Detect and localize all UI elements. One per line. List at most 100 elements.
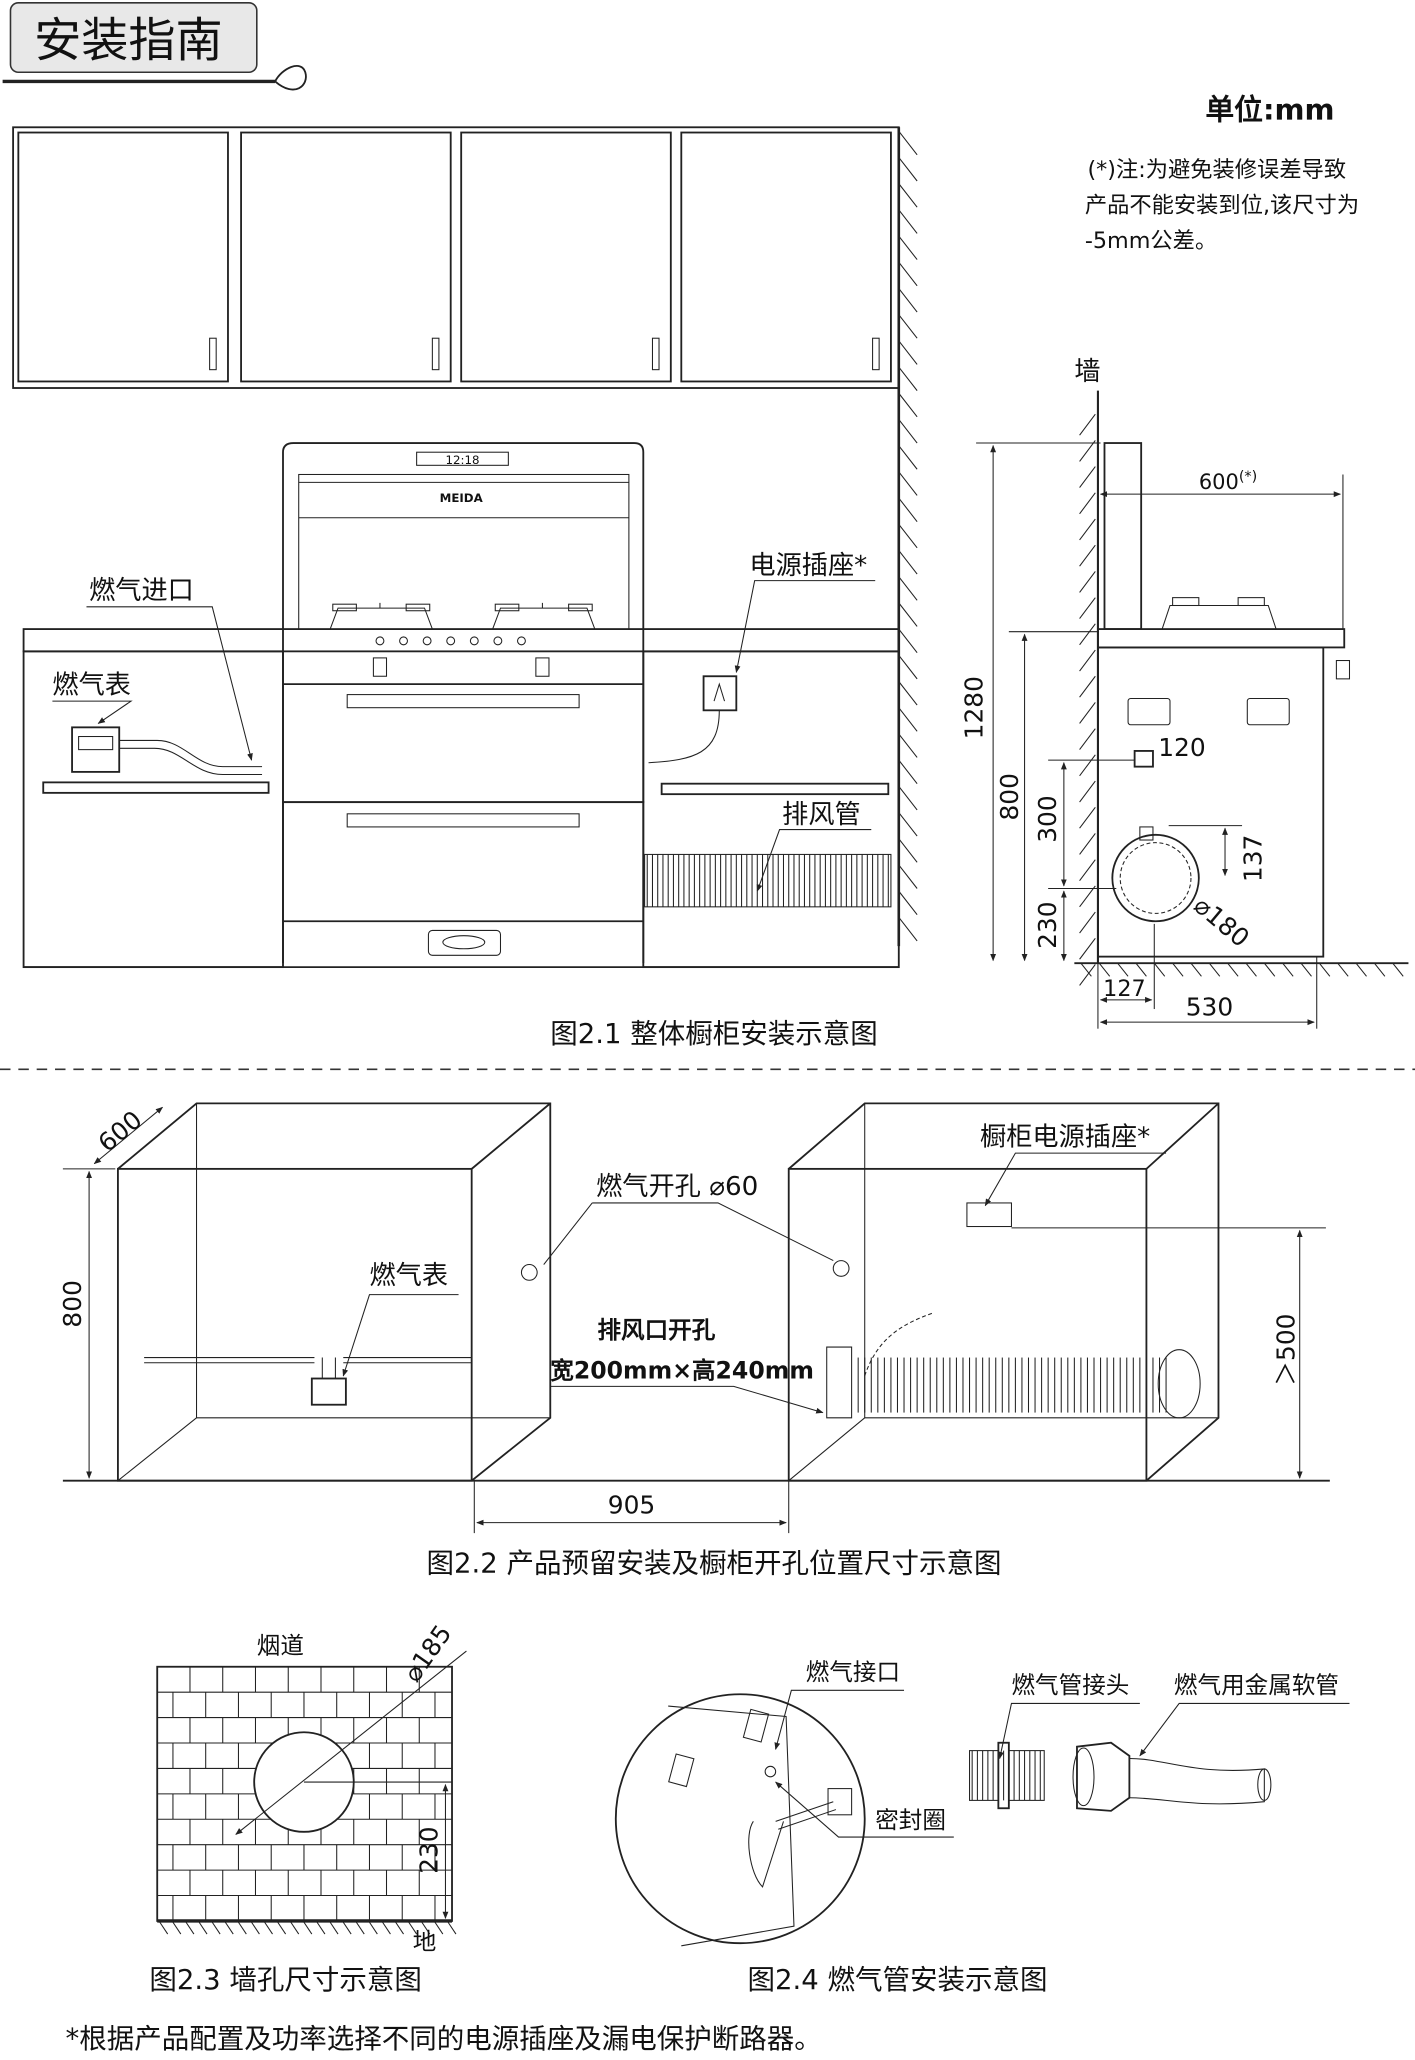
floor-hatch bbox=[1318, 962, 1331, 977]
wall-hatch bbox=[1079, 466, 1096, 488]
wall-hatch bbox=[1079, 544, 1096, 567]
floor-hatch bbox=[1117, 962, 1129, 977]
wall-hatch bbox=[1079, 859, 1096, 881]
dim-600: 600(*) bbox=[1199, 469, 1257, 494]
caption-fig-2-1: 图2.1 整体橱柜安装示意图 bbox=[550, 1018, 877, 1050]
wall-hatch bbox=[898, 314, 918, 339]
door-handle bbox=[431, 337, 440, 371]
wall-hatch bbox=[898, 890, 918, 916]
fig-2-4: 燃气接口 密封圈 燃气管接头 燃气用金属软管 bbox=[614, 1658, 1350, 1947]
wall-hatch bbox=[1079, 649, 1096, 672]
caption-fig-2-4: 图2.4 燃气管安装示意图 bbox=[747, 1964, 1047, 1996]
wall-hatch bbox=[898, 130, 918, 156]
cabinet-door bbox=[680, 131, 892, 383]
dim-230: 230 bbox=[1033, 901, 1062, 948]
label-ground: 地 bbox=[413, 1928, 437, 1956]
wall-hatch bbox=[898, 157, 918, 182]
wall-hatch bbox=[898, 576, 918, 601]
label-exhaust-hole: 排风口开孔 bbox=[597, 1316, 715, 1344]
ground-hatch bbox=[421, 1921, 431, 1935]
wall-hatch bbox=[898, 917, 918, 942]
ground-hatch bbox=[316, 1921, 326, 1935]
wall-hatch bbox=[1079, 780, 1096, 803]
wall-hatch bbox=[898, 602, 918, 627]
door-handle bbox=[872, 337, 880, 371]
floor-hatch bbox=[1355, 962, 1367, 977]
floor-hatch bbox=[1392, 962, 1404, 977]
cabinet-door bbox=[460, 131, 672, 383]
label-exhaust-size: 宽200mm×高240mm bbox=[550, 1357, 814, 1385]
floor-hatch bbox=[1172, 962, 1184, 977]
display-readout: 12:18 bbox=[446, 453, 480, 467]
ground-hatch bbox=[329, 1921, 339, 1935]
wall-hatch bbox=[898, 340, 918, 365]
wall-hatch bbox=[898, 654, 918, 680]
label-socket-2: 橱柜电源插座* bbox=[980, 1122, 1150, 1152]
floor-hatch bbox=[1080, 962, 1092, 977]
wall-hatch bbox=[1079, 440, 1096, 462]
floor-hatch bbox=[1300, 962, 1312, 977]
note-line-3: -5mm公差。 bbox=[1085, 228, 1217, 254]
floor-hatch bbox=[1135, 962, 1147, 977]
dim-800-2: 800 bbox=[58, 1280, 87, 1327]
burner-left bbox=[329, 602, 434, 630]
wall-hatch bbox=[1079, 911, 1096, 934]
control-button bbox=[493, 636, 503, 646]
floor-hatch bbox=[1373, 962, 1386, 977]
wall-hatch bbox=[898, 785, 918, 811]
wall-hatch bbox=[898, 419, 918, 444]
dim-800: 800 bbox=[995, 773, 1024, 820]
wall-hatch bbox=[1079, 885, 1096, 908]
ground-hatch bbox=[355, 1921, 365, 1935]
note-line-1: (*)注:为避免装修误差导致 bbox=[1087, 157, 1346, 183]
label-power-socket: 电源插座* bbox=[749, 551, 867, 581]
label-gas-port: 燃气接口 bbox=[806, 1658, 900, 1686]
wall-hatch bbox=[898, 366, 918, 391]
page-title: 安装指南 bbox=[34, 14, 223, 69]
ground-hatch bbox=[211, 1921, 221, 1935]
fig-2-1-side-view: 墙 1280 800 300 230 600(*) 120 13 bbox=[960, 357, 1409, 1029]
wall-hatch bbox=[898, 261, 918, 287]
floor-hatch bbox=[1263, 962, 1276, 977]
floor-hatch bbox=[1208, 962, 1221, 977]
unit-label: 单位:mm bbox=[1205, 92, 1334, 126]
dim-500: ＞500 bbox=[1271, 1314, 1300, 1386]
label-gas-hole: 燃气开孔 ⌀60 bbox=[596, 1172, 758, 1202]
dim-530: 530 bbox=[1186, 993, 1233, 1022]
wall-hatch bbox=[898, 392, 918, 418]
footnote: *根据产品配置及功率选择不同的电源插座及漏电保护断路器。 bbox=[66, 2023, 822, 2055]
ground-hatch bbox=[224, 1921, 234, 1935]
wall-hatch bbox=[1079, 964, 1096, 986]
floor-hatch bbox=[1098, 962, 1111, 977]
dim-300: 300 bbox=[1033, 795, 1062, 842]
wall-hatch bbox=[898, 812, 918, 837]
floor-hatch bbox=[1282, 962, 1294, 977]
control-button bbox=[422, 636, 432, 646]
wall-hatch bbox=[1079, 833, 1096, 855]
floor-hatch bbox=[1337, 962, 1349, 977]
dim-120: 120 bbox=[1158, 733, 1205, 762]
wall-hatch bbox=[898, 183, 918, 208]
wall-hatch bbox=[1079, 492, 1096, 515]
ground-hatch bbox=[395, 1921, 404, 1935]
pipe-connector bbox=[969, 1741, 1045, 1810]
dim-905: 905 bbox=[608, 1490, 655, 1519]
label-gas-meter-2: 燃气表 bbox=[369, 1261, 448, 1291]
wall-hatch bbox=[898, 550, 918, 575]
control-button bbox=[446, 636, 456, 646]
dim-230-3: 230 bbox=[415, 1826, 444, 1873]
floor-hatch bbox=[1227, 962, 1239, 977]
ground-hatch bbox=[434, 1921, 444, 1935]
ground-hatch bbox=[159, 1921, 169, 1935]
wall-hatch bbox=[1079, 702, 1096, 724]
caption-fig-2-3: 图2.3 墙孔尺寸示意图 bbox=[149, 1964, 421, 1996]
label-wall: 墙 bbox=[1074, 357, 1100, 387]
metal-hose bbox=[1072, 1741, 1272, 1812]
floor-hatch bbox=[1153, 962, 1166, 977]
label-gas-inlet: 燃气进口 bbox=[89, 576, 194, 606]
label-seal: 密封圈 bbox=[875, 1806, 946, 1834]
note-line-2: 产品不能安装到位,该尺寸为 bbox=[1085, 192, 1359, 218]
ground-hatch bbox=[185, 1921, 195, 1935]
ground-hatch bbox=[264, 1921, 273, 1935]
